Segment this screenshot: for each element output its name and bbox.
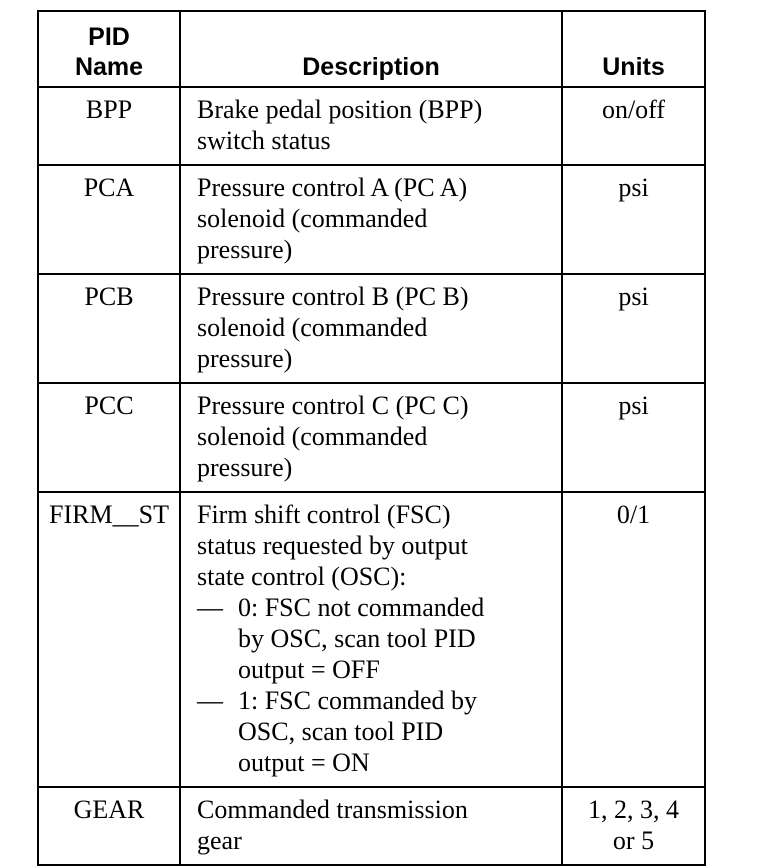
description-cell: Pressure control C (PC C) solenoid (comm… <box>179 382 563 493</box>
description-line: Pressure control B (PC B) <box>197 282 469 311</box>
description-line: Firm shift control (FSC) <box>197 500 451 529</box>
description-cell: Pressure control B (PC B) solenoid (comm… <box>179 273 563 384</box>
description-line: solenoid (commanded <box>197 204 428 233</box>
header-pid-line2: Name <box>74 53 144 81</box>
table-row: GEAR Commanded transmission gear 1, 2, 3… <box>37 786 706 866</box>
description-line: state control (OSC): <box>197 562 407 591</box>
units-line: psi <box>618 282 649 311</box>
description-line: Pressure control A (PC A) <box>197 173 468 202</box>
description-line: solenoid (commanded <box>197 313 428 342</box>
header-pid-name: PID Name <box>37 10 181 88</box>
description-cell: Commanded transmission gear <box>179 786 563 866</box>
units-line: on/off <box>601 95 666 124</box>
table-row: PCA Pressure control A (PC A) solenoid (… <box>37 164 706 275</box>
pid-table-container: PID Name Description Units BPP Brake ped… <box>37 10 706 866</box>
units-line: psi <box>618 391 649 420</box>
units-cell: 1, 2, 3, 4 or 5 <box>561 786 706 866</box>
units-cell: psi <box>561 164 706 275</box>
description-line: status requested by output <box>197 531 468 560</box>
units-cell: psi <box>561 273 706 384</box>
pid-cell: FIRM__ST <box>37 491 181 788</box>
description-cell: Brake pedal position (BPP) switch status <box>179 86 563 166</box>
header-pid-line1: PID <box>88 23 130 51</box>
units-line: 1, 2, 3, 4 <box>588 795 679 824</box>
table-row: BPP Brake pedal position (BPP) switch st… <box>37 86 706 166</box>
units-line: psi <box>618 173 649 202</box>
description-line: pressure) <box>197 344 293 373</box>
bullet-line: by OSC, scan tool PID <box>238 624 476 653</box>
bullet-line: OSC, scan tool PID <box>238 717 444 746</box>
description-line: switch status <box>197 126 331 155</box>
description-line: Brake pedal position (BPP) <box>197 95 483 124</box>
description-line: gear <box>197 826 242 855</box>
em-dash-bullet: — <box>197 686 223 715</box>
header-units: Units <box>561 10 706 88</box>
bullet-line: output = ON <box>238 748 370 777</box>
description-line: Pressure control C (PC C) <box>197 391 469 420</box>
bullet-item: — 1: FSC commanded by OSC, scan tool PID… <box>197 685 555 778</box>
units-cell: psi <box>561 382 706 493</box>
header-row: PID Name Description Units <box>37 10 706 88</box>
description-cell: Firm shift control (FSC) status requeste… <box>179 491 563 788</box>
bullet-line: output = OFF <box>238 655 380 684</box>
table-row: PCB Pressure control B (PC B) solenoid (… <box>37 273 706 384</box>
description-line: pressure) <box>197 453 293 482</box>
em-dash-bullet: — <box>197 593 223 622</box>
table-row: PCC Pressure control C (PC C) solenoid (… <box>37 382 706 493</box>
units-line: or 5 <box>612 826 655 855</box>
pid-cell: BPP <box>37 86 181 166</box>
table-row: FIRM__ST Firm shift control (FSC) status… <box>37 491 706 788</box>
pid-cell: PCC <box>37 382 181 493</box>
pid-cell: PCA <box>37 164 181 275</box>
bullet-item: — 0: FSC not commanded by OSC, scan tool… <box>197 592 555 685</box>
description-line: Commanded transmission <box>197 795 468 824</box>
description-cell: Pressure control A (PC A) solenoid (comm… <box>179 164 563 275</box>
pid-table: PID Name Description Units BPP Brake ped… <box>37 10 706 866</box>
description-line: pressure) <box>197 235 293 264</box>
description-line: solenoid (commanded <box>197 422 428 451</box>
pid-cell: GEAR <box>37 786 181 866</box>
pid-cell: PCB <box>37 273 181 384</box>
header-description: Description <box>179 10 563 88</box>
units-cell: 0/1 <box>561 491 706 788</box>
bullet-line: 0: FSC not commanded <box>238 593 485 622</box>
units-cell: on/off <box>561 86 706 166</box>
units-line: 0/1 <box>616 500 651 529</box>
bullet-line: 1: FSC commanded by <box>238 686 478 715</box>
